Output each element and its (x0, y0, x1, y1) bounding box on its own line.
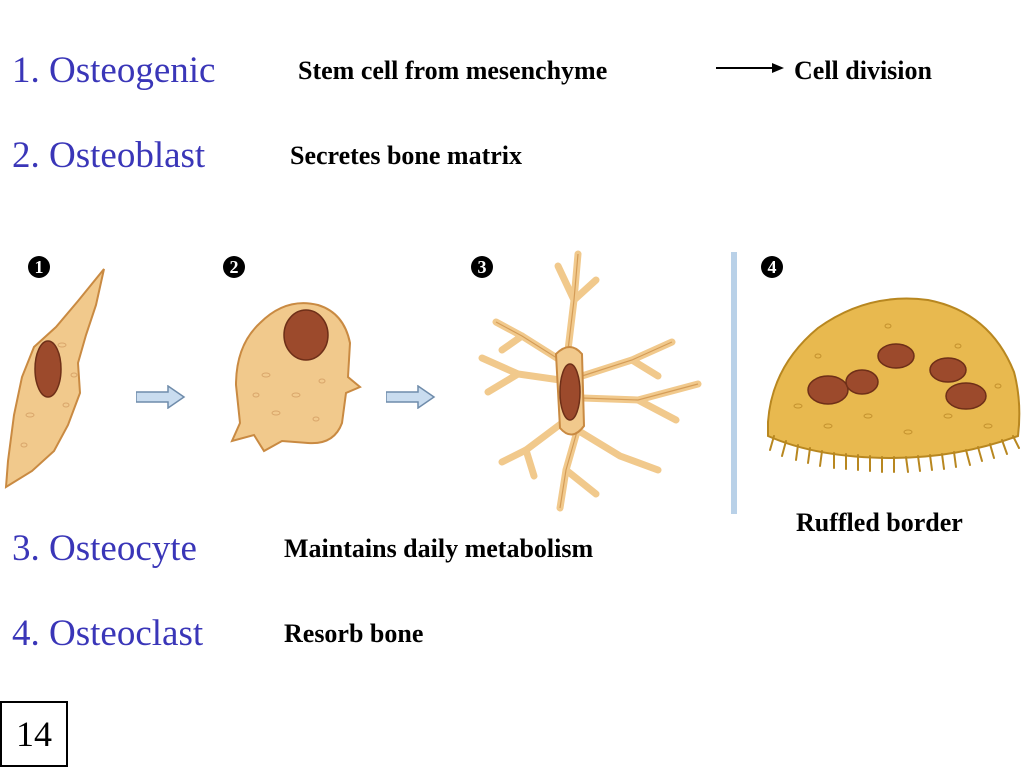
term-osteocyte: 3. Osteocyte (12, 528, 197, 569)
osteogenic-cell-illustration (4, 268, 105, 489)
desc-osteogenic-result: Cell division (794, 56, 932, 85)
badge-2: 2 (223, 256, 245, 278)
osteocyte-cell-illustration (478, 250, 702, 512)
right-arrow-icon (716, 63, 784, 73)
desc-osteocyte: Maintains daily metabolism (284, 534, 594, 563)
page-number: 14 (0, 701, 68, 767)
flow-arrow-icon (386, 385, 436, 409)
desc-osteoblast: Secretes bone matrix (290, 141, 523, 170)
osteoclast-cell-illustration (767, 297, 1021, 473)
term-osteoclast: 4. Osteoclast (12, 613, 204, 654)
desc-osteogenic: Stem cell from mesenchyme (298, 56, 608, 85)
desc-osteoclast: Resorb bone (284, 619, 424, 648)
osteoblast-cell-illustration (230, 302, 362, 453)
figure-divider (731, 252, 737, 514)
flow-arrow-icon (136, 385, 186, 409)
term-osteogenic: 1. Osteogenic (12, 50, 216, 91)
badge-4: 4 (761, 256, 783, 278)
badge-1: 1 (28, 256, 50, 278)
badge-3: 3 (471, 256, 493, 278)
ruffled-border-label: Ruffled border (796, 508, 963, 537)
term-osteoblast: 2. Osteoblast (12, 135, 206, 176)
